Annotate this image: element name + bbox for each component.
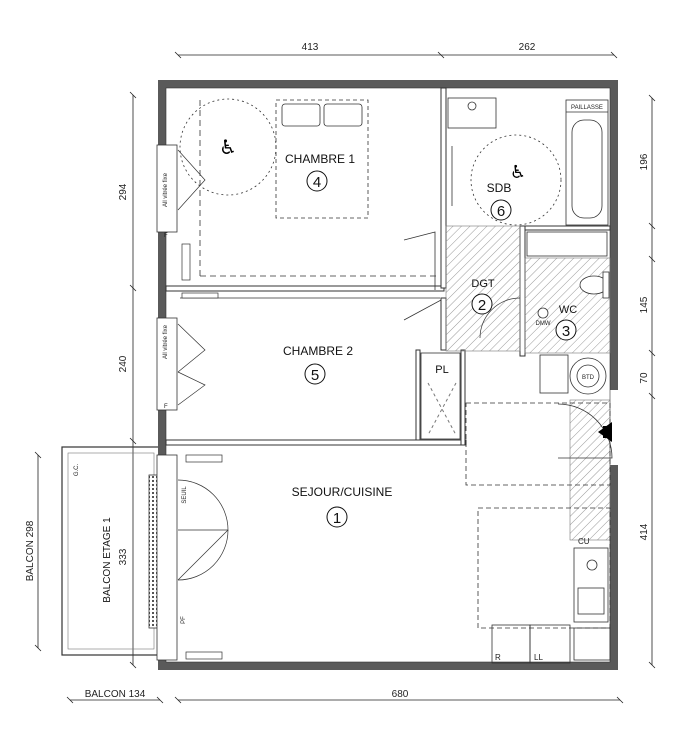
dmw-icon — [537, 307, 549, 319]
dim-balcony-depth: 333 — [118, 548, 129, 565]
window-label-2: All vitrée fixe — [163, 324, 169, 359]
cu-label: CU — [578, 537, 590, 546]
pl-label: PL — [435, 364, 448, 376]
dimension-lines — [34, 51, 656, 704]
wheelchair-icon: ♿ — [219, 135, 237, 159]
dim-right-4: 414 — [639, 523, 650, 540]
room-number-circle — [555, 319, 577, 341]
r-label: R — [495, 653, 501, 662]
f-label-1: F — [164, 233, 168, 239]
room-number-circle — [471, 293, 493, 315]
room-number-circle — [326, 506, 348, 528]
outer-walls — [158, 80, 618, 670]
seuil-label: SEUIL — [182, 486, 188, 504]
wc-label: WC — [559, 304, 577, 316]
chambre1-label: CHAMBRE 1 — [285, 152, 355, 166]
sdb-label: SDB — [487, 181, 512, 195]
dim-left-upper: 294 — [118, 183, 129, 200]
hatched-zones — [445, 225, 611, 541]
dim-balcony-length: BALCON 298 — [25, 520, 36, 581]
sejour-furniture — [477, 507, 611, 664]
sdb-fixtures — [447, 97, 609, 226]
left-windows — [156, 144, 178, 661]
window-swings — [177, 149, 229, 581]
sejour-label: SEJOUR/CUISINE — [292, 485, 393, 499]
ll-label: LL — [534, 653, 543, 662]
radiators — [181, 243, 223, 660]
f-label-2: F — [164, 404, 168, 410]
chambre2-number: 5 — [311, 367, 319, 384]
placard — [420, 352, 461, 440]
pf-label: PF — [181, 616, 187, 624]
wheelchair-icon: ♿ — [510, 162, 526, 183]
balcony-label: BALCON ETAGE 1 — [102, 517, 113, 603]
dgt-number: 2 — [478, 297, 486, 314]
room-number-circle — [304, 363, 326, 385]
sejour-number: 1 — [333, 510, 341, 527]
dim-top-right: 262 — [519, 42, 536, 53]
window-label-1: All vitrée fixe — [163, 172, 169, 207]
chambre1-furniture — [179, 98, 442, 345]
btd-label: BTD — [582, 375, 595, 381]
room-number-circle — [306, 170, 328, 192]
wc-number: 3 — [562, 323, 570, 340]
dmw-label: DMW — [536, 321, 551, 327]
dgt-label: DGT — [471, 278, 495, 290]
room-number-circle — [490, 199, 512, 221]
dim-left-lower: 240 — [118, 355, 129, 372]
dim-bottom-total: 680 — [392, 689, 409, 700]
paillasse-label: PAILLASSE — [571, 105, 603, 111]
gc-label: G.C. — [74, 464, 80, 477]
entry-zone — [465, 354, 613, 486]
dim-bottom-balcony: BALCON 134 — [85, 689, 146, 700]
dim-right-3: 70 — [639, 372, 650, 384]
dim-right-2: 145 — [639, 296, 650, 313]
chambre2-label: CHAMBRE 2 — [283, 344, 353, 358]
sdb-number: 6 — [497, 203, 505, 220]
dim-right-1: 196 — [639, 153, 650, 170]
chambre1-number: 4 — [313, 174, 321, 191]
dgt-cabinet — [526, 231, 608, 257]
dim-top-left: 413 — [302, 42, 319, 53]
